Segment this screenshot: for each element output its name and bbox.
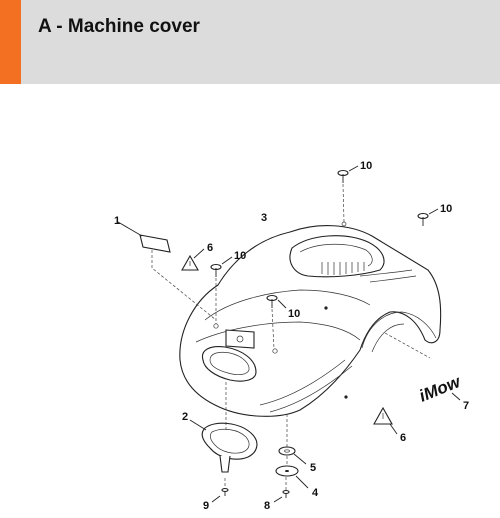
- washer-part: [278, 412, 307, 465]
- warning-label-part-lower: [373, 406, 398, 435]
- callout-9: 9: [203, 500, 209, 512]
- callout-1: 1: [114, 215, 120, 227]
- imow-logo: iMow: [416, 372, 464, 406]
- callout-5: 5: [310, 462, 316, 474]
- machine-cover-part: [179, 221, 442, 417]
- imow-decal-part: iMow: [416, 372, 464, 406]
- callout-6-upper: 6: [207, 242, 213, 254]
- callout-3: 3: [261, 212, 267, 224]
- header-accent: [0, 0, 21, 84]
- screw-part-cap: [273, 477, 290, 503]
- cap-part: [275, 456, 309, 489]
- screw-part-right: [417, 208, 439, 226]
- screw-part-top: [337, 165, 359, 223]
- callout-10-right: 10: [440, 203, 452, 215]
- label-plate-part: [117, 221, 217, 321]
- warning-label-part-upper: [181, 248, 205, 271]
- callout-7: 7: [463, 400, 469, 412]
- display-cover-part: [189, 380, 258, 473]
- screw-part-display: [211, 478, 229, 503]
- page-title: A - Machine cover: [38, 16, 200, 37]
- callout-10-center: 10: [288, 308, 300, 320]
- callout-10-left: 10: [234, 250, 246, 262]
- callout-10-top: 10: [360, 160, 372, 172]
- screw-part-left: [210, 256, 233, 324]
- header-bar: A - Machine cover: [0, 0, 500, 84]
- callout-8: 8: [264, 500, 270, 512]
- callout-4: 4: [312, 487, 319, 499]
- callout-2: 2: [182, 411, 188, 423]
- screw-part-center: [266, 294, 287, 350]
- callout-6-lower: 6: [400, 432, 406, 444]
